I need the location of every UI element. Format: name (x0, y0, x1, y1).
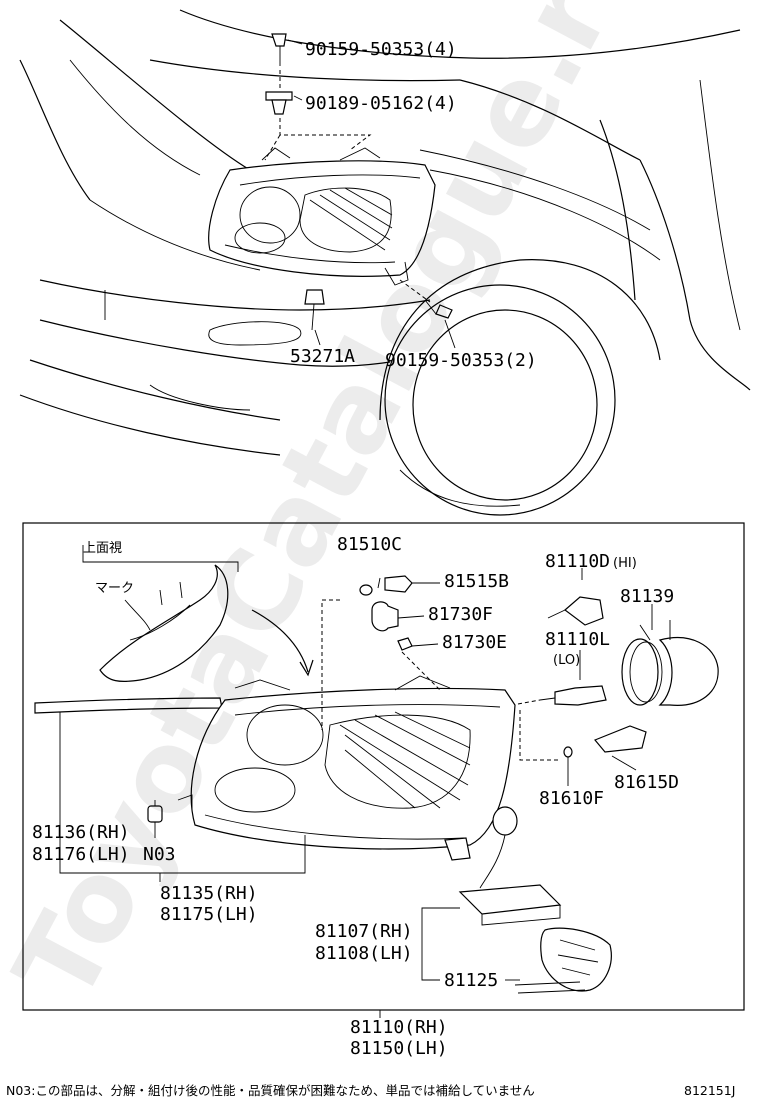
label-81510c: 81510C (337, 534, 402, 555)
label-mark: マーク (95, 581, 134, 596)
footnote-n03: N03:この部品は、分解・組付け後の性能・品質確保が困難なため、単品では補給して… (6, 1083, 535, 1098)
label-81107: 81107(RH) (315, 921, 413, 942)
label-53271a: 53271A (290, 346, 355, 367)
headlamp-detail (177, 675, 516, 861)
label-81730e: 81730E (442, 632, 507, 653)
cap-81139 (621, 620, 719, 706)
headlamp-upper (208, 147, 436, 286)
label-81176: 81176(LH) (32, 844, 130, 865)
label-81610f: 81610F (539, 788, 604, 809)
direction-arrow (251, 609, 309, 673)
label-81110l: 81110L (545, 629, 610, 650)
label-top-view: 上面視 (83, 541, 122, 556)
label-81730f: 81730F (428, 604, 493, 625)
watermark: ToyotaCatalogue.ru (0, 0, 672, 1022)
label-81110d: 81110D(HI) (545, 551, 637, 572)
detail-frame (22, 522, 745, 1011)
headlight-bulbs (517, 596, 647, 786)
label-90189-05162: 90189-05162(4) (305, 93, 457, 114)
small-bulbs (321, 575, 441, 730)
ballast-harness (458, 806, 612, 994)
label-81135: 81135(RH) (160, 883, 258, 904)
label-81615d: 81615D (614, 772, 679, 793)
label-81150: 81150(LH) (350, 1038, 448, 1059)
label-81136: 81136(RH) (32, 822, 130, 843)
label-81108: 81108(LH) (315, 943, 413, 964)
diagram-code: 812151J (684, 1083, 735, 1098)
label-90159-50353-2: 90159-50353(2) (385, 350, 537, 371)
fasteners-upper (264, 33, 456, 349)
top-view-inset (82, 545, 239, 682)
label-81110: 81110(RH) (350, 1017, 448, 1038)
label-n03: N03 (143, 844, 176, 865)
label-81139: 81139 (620, 586, 674, 607)
label-81175: 81175(LH) (160, 904, 258, 925)
vehicle-illustration (19, 9, 751, 516)
socket-n03 (147, 800, 163, 823)
label-81515b: 81515B (444, 571, 509, 592)
label-leaders (59, 568, 653, 1018)
label-81125: 81125 (444, 970, 498, 991)
label-lo: (LO) (553, 653, 580, 668)
label-90159-50353-4: 90159-50353(4) (305, 39, 457, 60)
